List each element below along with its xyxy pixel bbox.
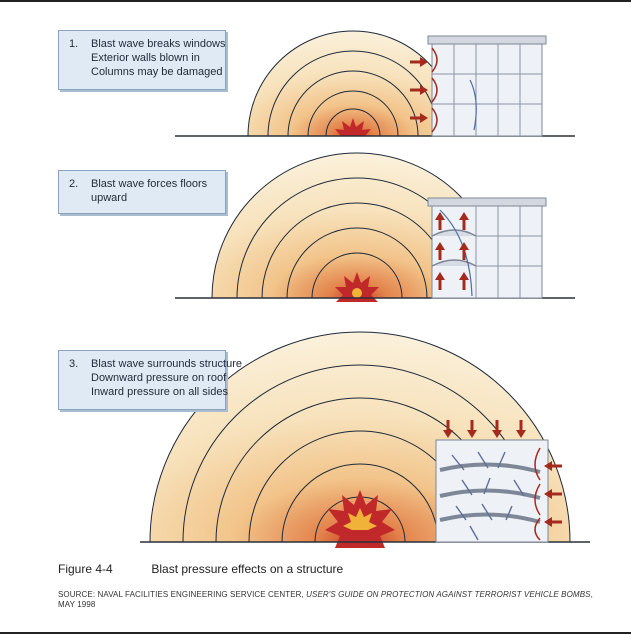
source-prefix: SOURCE: NAVAL FACILITIES ENGINEERING SER… <box>58 590 307 599</box>
panel-3-line-3: Inward pressure on all sides <box>91 386 228 398</box>
source-suffix: , MAY 1998 <box>58 590 593 609</box>
arrows-panel-3-side <box>544 461 562 527</box>
top-rule <box>0 0 631 2</box>
panel-1-label: 1. Blast wave breaks windows Exterior wa… <box>58 30 226 90</box>
panel-3-number: 3. <box>69 358 79 370</box>
panel-2-number: 2. <box>69 178 79 190</box>
panel-3-line-2: Downward pressure on roof <box>91 372 227 384</box>
figure-caption: Figure 4-4 Blast pressure effects on a s… <box>58 562 343 576</box>
arrows-panel-1 <box>410 57 428 123</box>
source-title: USER'S GUIDE ON PROTECTION AGAINST TERRO… <box>306 590 591 599</box>
blast-rings-1 <box>247 30 459 137</box>
panel-1-number: 1. <box>69 38 79 50</box>
panel-1-line-3: Columns may be damaged <box>91 66 223 78</box>
arrows-panel-2 <box>435 212 469 290</box>
building-2 <box>427 197 547 299</box>
panel-3-label: 3. Blast wave surrounds structure Downwa… <box>58 350 242 410</box>
panel-2-line-2: upward <box>91 192 128 204</box>
panel-2-label: 2. Blast wave forces floors upward <box>58 170 226 214</box>
panel-2-diagram <box>175 152 575 302</box>
panel-1-line-1: Blast wave breaks windows <box>91 38 226 50</box>
source-note: SOURCE: NAVAL FACILITIES ENGINEERING SER… <box>58 590 598 610</box>
building-3 <box>435 439 549 543</box>
explosion-burst-2 <box>335 272 379 302</box>
panel-2-line-1: Blast wave forces floors <box>91 178 208 190</box>
figure-title: Blast pressure effects on a structure <box>151 562 344 576</box>
blast-dome-2 <box>212 153 502 298</box>
explosion-burst-1 <box>335 118 371 136</box>
blast-dome-1 <box>248 31 458 136</box>
panel-3-diagram <box>140 331 590 548</box>
building-1 <box>427 35 547 137</box>
figure-number: Figure 4-4 <box>58 562 113 576</box>
panel-1-diagram <box>175 30 575 137</box>
arrows-panel-3-roof <box>443 420 526 438</box>
panel-1-line-2: Exterior walls blown in <box>91 52 200 64</box>
panel-3-line-1: Blast wave surrounds structure <box>91 358 243 370</box>
bottom-rule <box>0 632 631 634</box>
